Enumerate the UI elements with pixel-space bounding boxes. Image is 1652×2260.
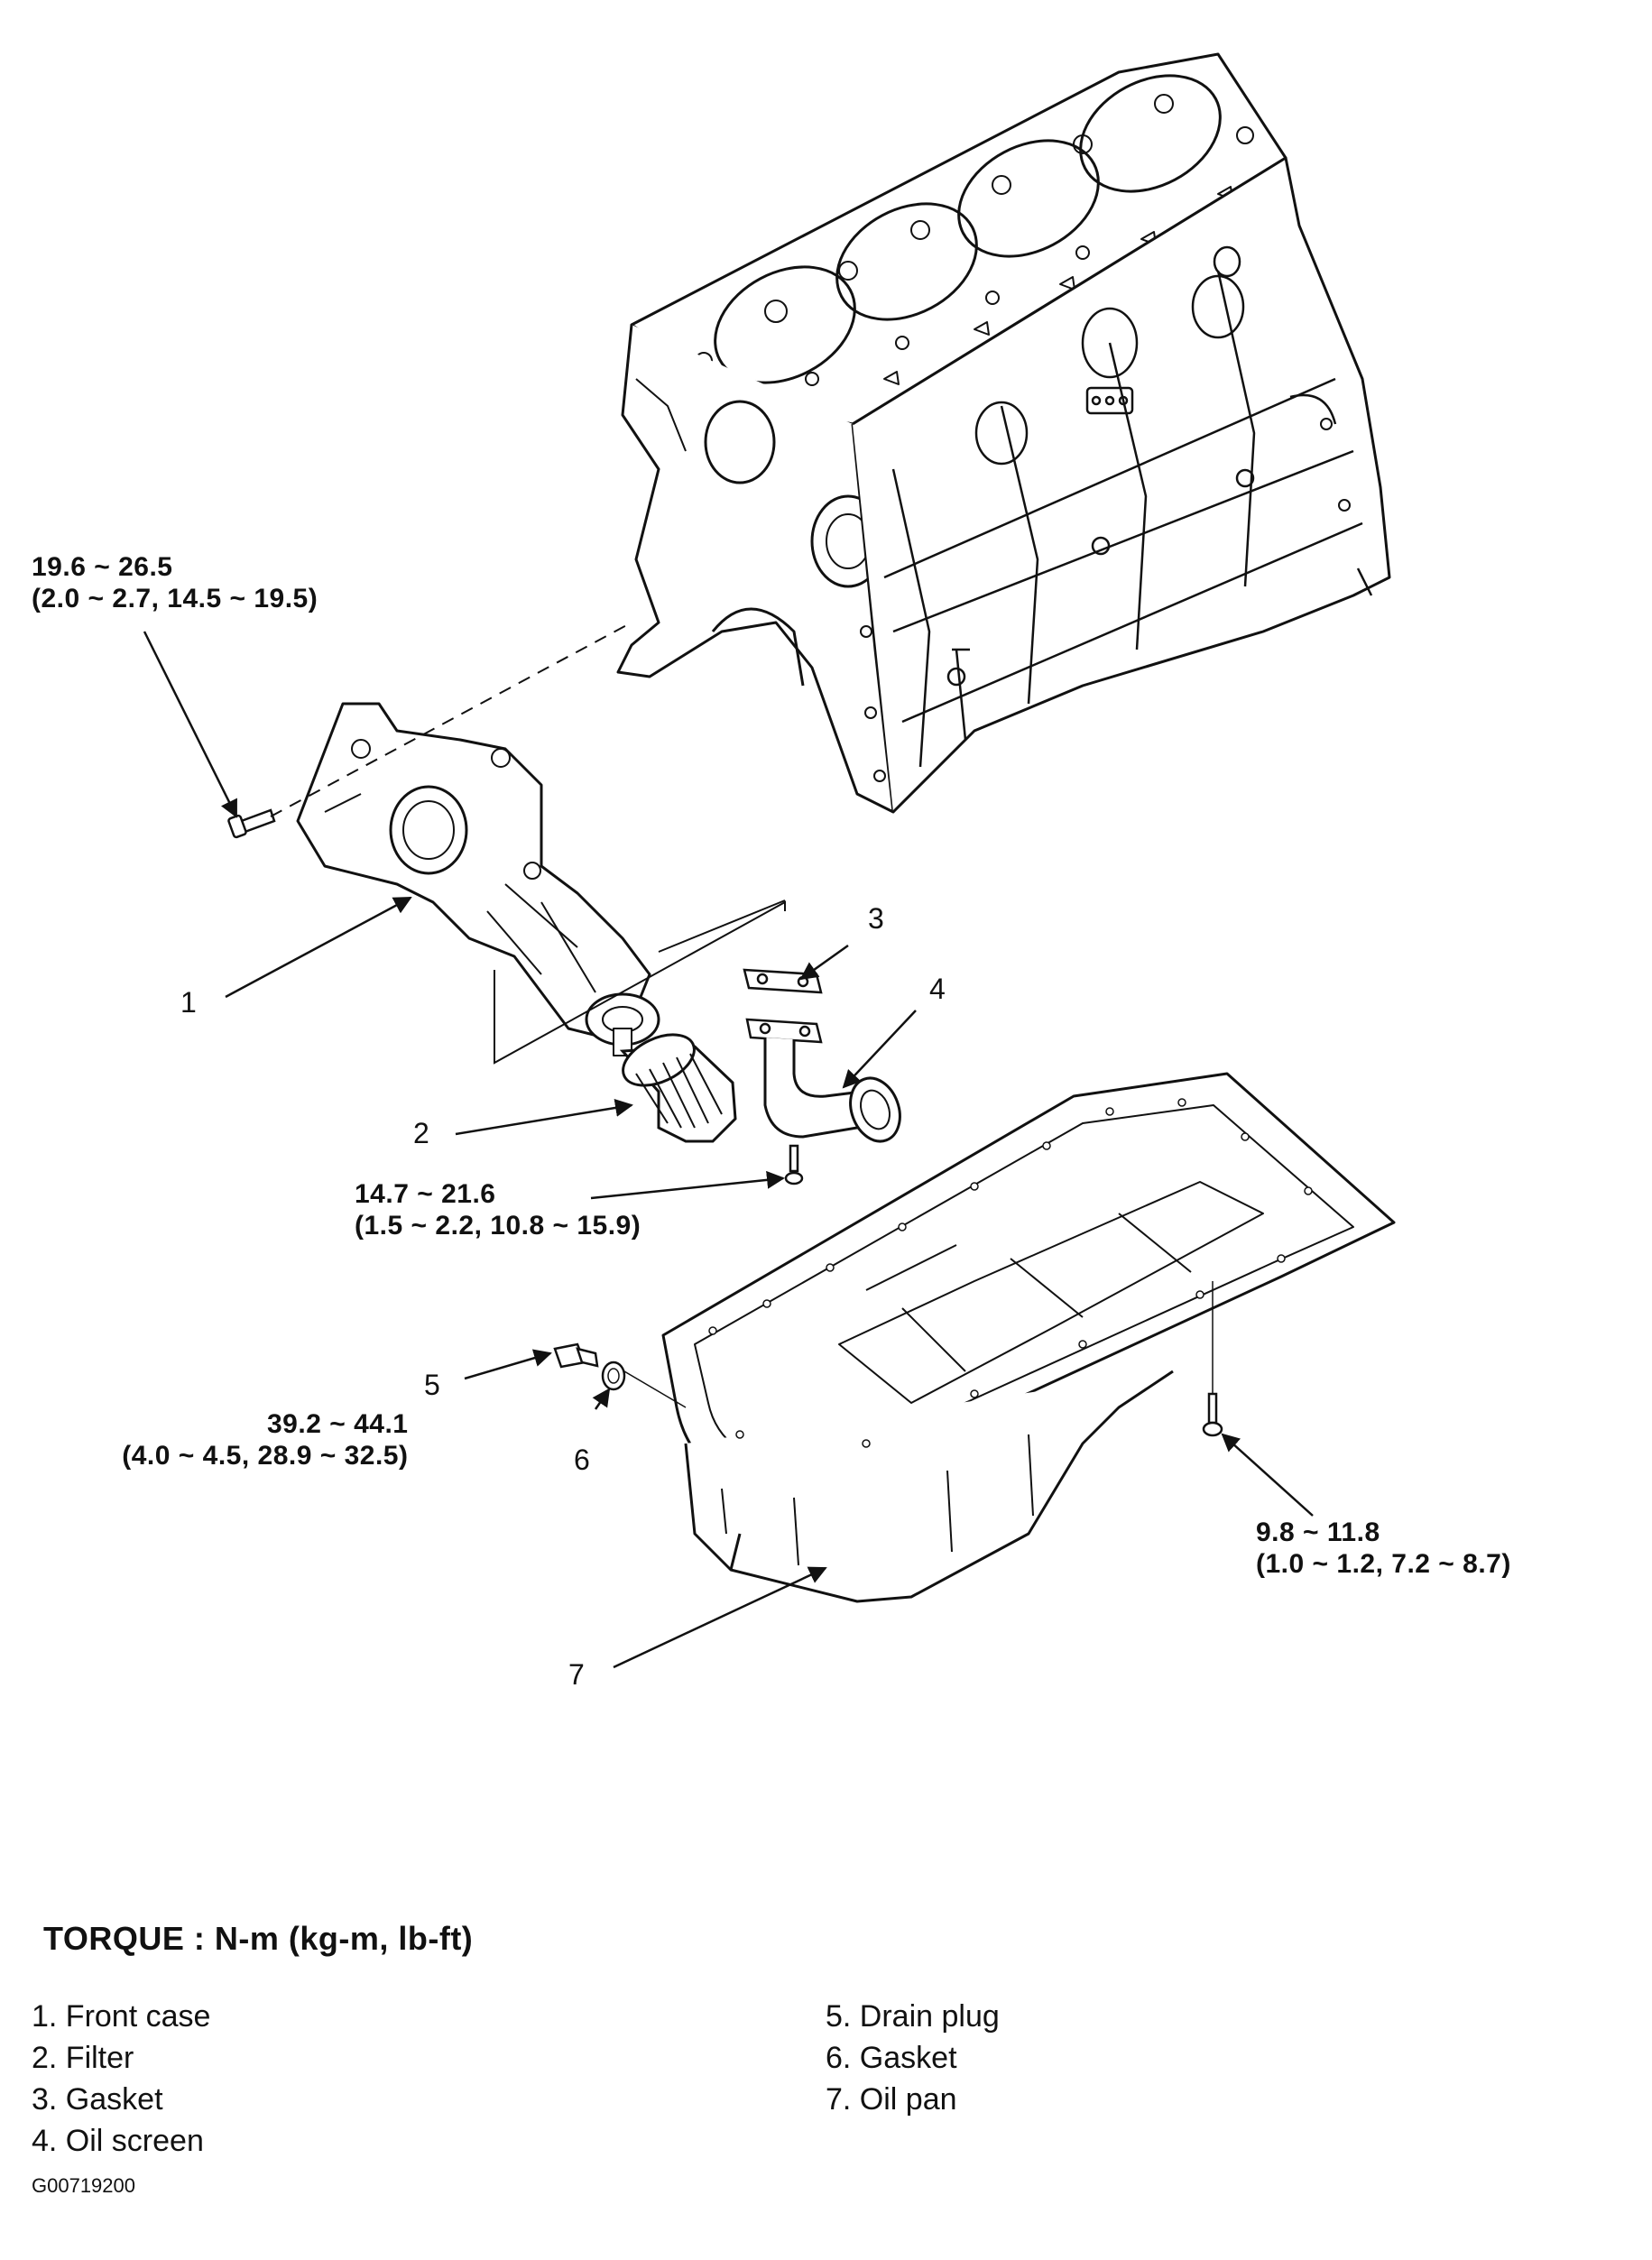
legend-item-3: 3. Gasket [32,2082,163,2117]
callout-6: 6 [574,1444,590,1476]
drain-plug [553,1342,599,1369]
oil-filter [619,1033,737,1143]
leader-6 [592,1388,611,1410]
oil-screen [763,1038,901,1143]
legend-item-5: 5. Drain plug [826,1999,1000,2034]
torque-value-alt: (2.0 ~ 2.7, 14.5 ~ 19.5) [32,583,318,613]
leader-2 [455,1099,633,1136]
callout-5: 5 [424,1369,440,1401]
callout-2: 2 [413,1117,429,1149]
callout-1: 1 [180,986,197,1019]
torque-value-alt: (1.0 ~ 1.2, 7.2 ~ 8.7) [1256,1548,1511,1579]
leader-oil-pan-bolt [1221,1433,1314,1517]
leader-1 [225,896,412,999]
filter-guide-bracket [494,899,786,1065]
leader-front-case-bolt [143,631,238,818]
oil-pan-bolt [1202,1281,1223,1437]
leader-7 [613,1566,827,1669]
torque-value-alt: (1.5 ~ 2.2, 10.8 ~ 15.9) [355,1210,641,1241]
legend-item-4: 4. Oil screen [32,2124,204,2158]
legend-item-2: 2. Filter [32,2041,134,2075]
callout-7: 7 [568,1658,585,1691]
engine-block [616,52,1391,814]
torque-value-nm: 14.7 ~ 21.6 [355,1179,496,1209]
document-id: G00719200 [32,2174,135,2197]
legend-item-7: 7. Oil pan [826,2082,957,2117]
torque-label-drain-plug: 39.2 ~ 44.1 (4.0 ~ 4.5, 28.9 ~ 32.5) [61,1409,408,1471]
leader-5 [464,1349,552,1380]
oil-screen-gaskets [743,968,823,1044]
callout-4: 4 [929,973,946,1005]
front-case [296,702,660,1056]
oil-pan [661,1072,1396,1603]
leader-3 [799,944,849,981]
leader-4 [842,1010,917,1089]
leader-lines [143,631,1314,1669]
torque-value-nm: 19.6 ~ 26.5 [32,552,173,582]
torque-label-front-case-bolt: 19.6 ~ 26.5 (2.0 ~ 2.7, 14.5 ~ 19.5) [32,552,318,614]
torque-label-oil-screen-bolt: 14.7 ~ 21.6 (1.5 ~ 2.2, 10.8 ~ 15.9) [355,1179,641,1241]
legend-item-1: 1. Front case [32,1999,211,2034]
torque-value-nm: 9.8 ~ 11.8 [1256,1517,1380,1547]
legend-title: TORQUE : N-m (kg-m, lb-ft) [43,1920,474,1957]
torque-label-oil-pan-bolt: 9.8 ~ 11.8 (1.0 ~ 1.2, 7.2 ~ 8.7) [1256,1517,1511,1580]
drain-plug-gasket [601,1361,687,1408]
oil-screen-bolt [784,1144,804,1185]
callout-3: 3 [868,902,884,935]
torque-value-alt: (4.0 ~ 4.5, 28.9 ~ 32.5) [122,1440,409,1471]
front-case-alignment-line [270,622,632,817]
torque-value-nm: 39.2 ~ 44.1 [267,1409,409,1439]
leader-oil-screen-bolt [590,1170,785,1200]
legend-item-6: 6. Gasket [826,2041,957,2075]
